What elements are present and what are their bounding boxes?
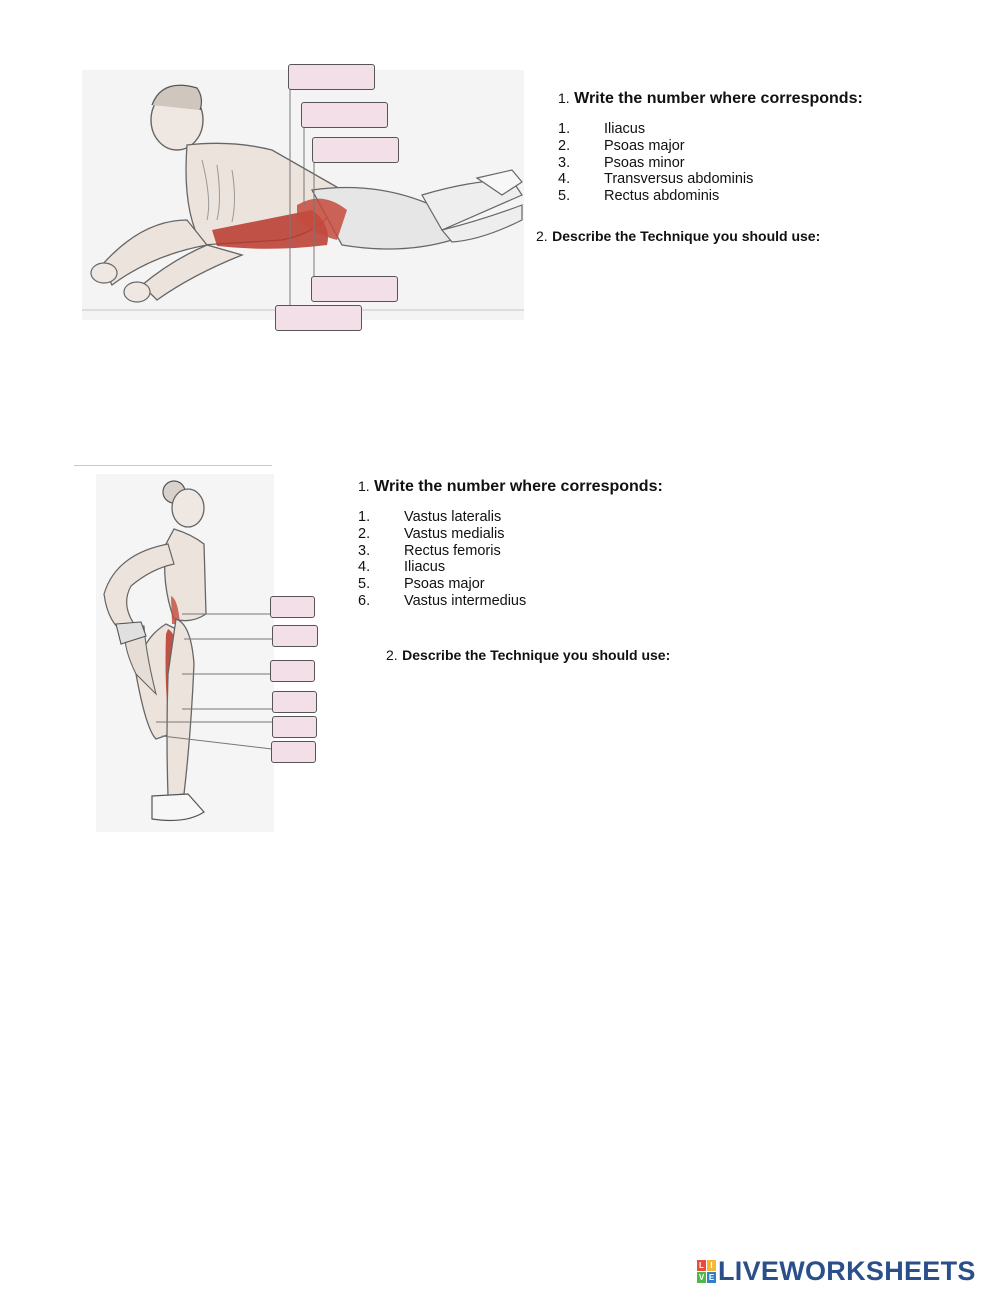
ex1-q2-title: Describe the Technique you should use:: [552, 228, 821, 244]
list-item: 5.Rectus abdominis: [558, 188, 720, 205]
answer-box-6[interactable]: [270, 596, 315, 618]
list-item: 5.Psoas major: [358, 576, 485, 593]
ex1-q1-number: 1.: [558, 90, 570, 106]
ex2-question-2: 2. Describe the Technique you should use…: [386, 647, 670, 665]
liveworksheets-logo[interactable]: L I V E LIVEWORKSHEETS: [697, 1256, 976, 1287]
list-item: 1.Vastus lateralis: [358, 509, 502, 525]
answer-box-3[interactable]: [312, 137, 399, 163]
ex2-q1-title: Write the number where corresponds:: [374, 478, 663, 495]
answer-box-7[interactable]: [272, 625, 318, 647]
logo-text: LIVEWORKSHEETS: [718, 1256, 976, 1286]
section-divider: [74, 465, 272, 466]
answer-box-5[interactable]: [275, 305, 362, 331]
ex1-q1-title: Write the number where corresponds:: [574, 90, 863, 107]
ex2-q2-number: 2.: [386, 647, 398, 663]
ex2-muscle-list: 1.Vastus lateralis 2.Vastus medialis 3.R…: [358, 509, 526, 610]
list-item: 4.Transversus abdominis: [558, 171, 754, 188]
answer-box-1[interactable]: [288, 64, 375, 90]
answer-box-4[interactable]: [311, 276, 398, 302]
ex2-question-1: 1. Write the number where corresponds:: [358, 478, 663, 496]
list-item: 3.Rectus femoris: [358, 542, 501, 559]
list-item: 1.Iliacus: [558, 121, 646, 137]
live-squares-icon: L I V E: [697, 1260, 716, 1283]
ex1-muscle-list: 1.Iliacus 2.Psoas major 3.Psoas minor 4.…: [558, 121, 753, 205]
list-item: 4.Iliacus: [358, 559, 446, 576]
list-item: 3.Psoas minor: [558, 154, 685, 171]
ex2-q1-number: 1.: [358, 478, 370, 494]
answer-box-9[interactable]: [272, 691, 317, 713]
list-item: 2.Vastus medialis: [358, 525, 505, 542]
ex1-q2-number: 2.: [536, 228, 548, 244]
answer-box-8[interactable]: [270, 660, 315, 682]
ex1-question-1: 1. Write the number where corresponds:: [558, 90, 863, 108]
list-item: 6.Vastus intermedius: [358, 592, 527, 609]
ex2-q2-title: Describe the Technique you should use:: [402, 647, 671, 663]
ex1-question-2: 2. Describe the Technique you should use…: [536, 228, 820, 246]
answer-box-10[interactable]: [272, 716, 317, 738]
standing-quad-stretch-illustration: [96, 474, 274, 832]
answer-box-2[interactable]: [301, 102, 388, 128]
answer-box-11[interactable]: [271, 741, 316, 763]
list-item: 2.Psoas major: [558, 137, 685, 154]
